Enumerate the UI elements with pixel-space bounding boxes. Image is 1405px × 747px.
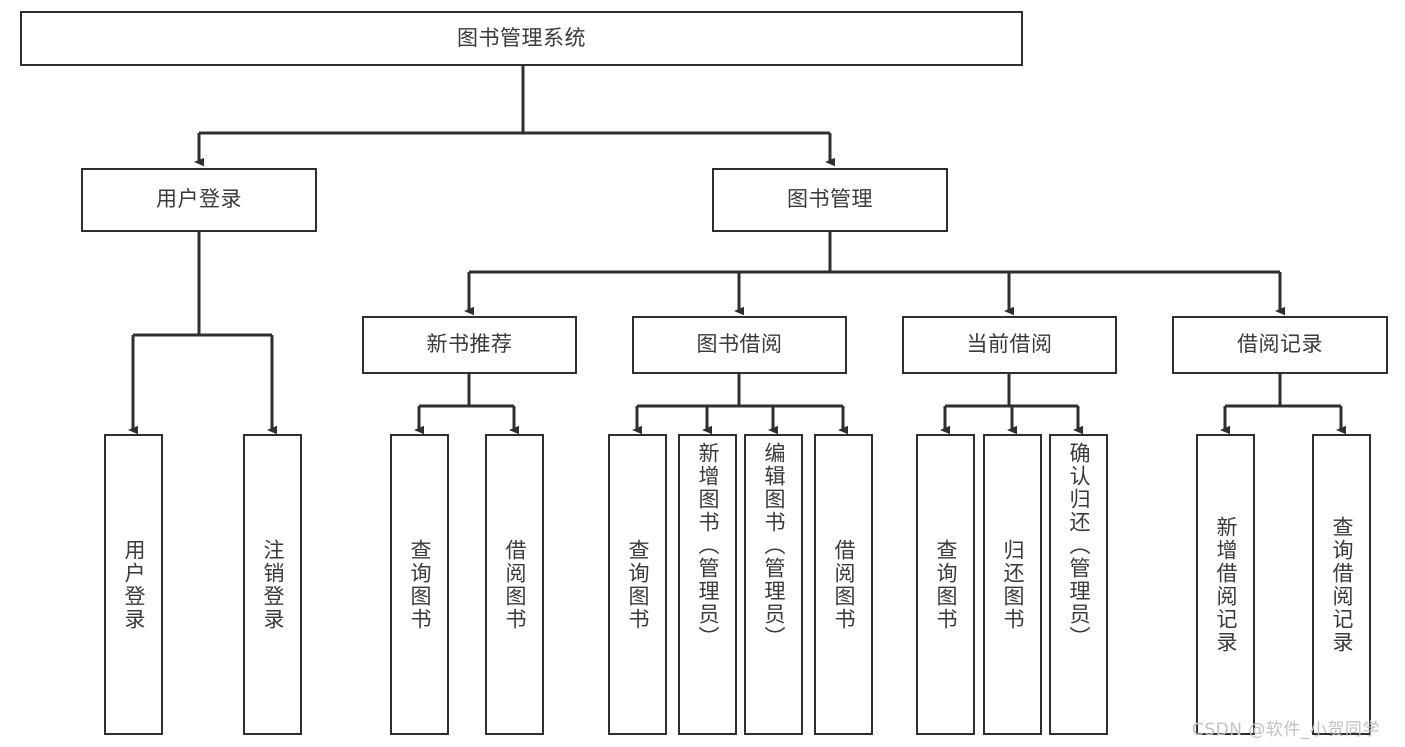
node-book-manage[interactable]: 图书管理 [712, 168, 948, 232]
node-leaf-borrow-book-1[interactable]: 借阅图书 [485, 434, 544, 735]
node-user-login-label: 用户登录 [156, 187, 242, 212]
node-leaf-confirm-return[interactable]: 确认归还（管理员） [1049, 434, 1108, 735]
node-leaf-query-book-1-label: 查询图书 [407, 538, 432, 631]
node-leaf-add-record[interactable]: 新增借阅记录 [1196, 434, 1255, 735]
node-leaf-confirm-return-label: 确认归还（管理员） [1066, 442, 1091, 649]
node-leaf-query-book-1[interactable]: 查询图书 [390, 434, 449, 735]
node-leaf-user-login-label: 用户登录 [121, 538, 146, 631]
node-leaf-user-login[interactable]: 用户登录 [104, 434, 163, 735]
node-leaf-add-book-label: 新增图书（管理员） [695, 442, 720, 649]
node-new-book-rec-label: 新书推荐 [426, 332, 513, 357]
node-borrow-record-label: 借阅记录 [1237, 332, 1323, 357]
node-leaf-borrow-book-1-label: 借阅图书 [502, 538, 527, 631]
node-leaf-return-book-label: 归还图书 [1000, 538, 1025, 631]
node-leaf-query-record-label: 查询借阅记录 [1329, 515, 1354, 654]
node-leaf-edit-book-label: 编辑图书（管理员） [761, 442, 786, 649]
node-leaf-borrow-book-2-label: 借阅图书 [831, 538, 856, 631]
node-leaf-return-book[interactable]: 归还图书 [983, 434, 1042, 735]
node-leaf-add-record-label: 新增借阅记录 [1213, 515, 1238, 654]
node-book-borrow[interactable]: 图书借阅 [632, 316, 847, 374]
node-leaf-add-book[interactable]: 新增图书（管理员） [678, 434, 737, 735]
node-leaf-query-record[interactable]: 查询借阅记录 [1312, 434, 1371, 735]
node-leaf-query-book-2[interactable]: 查询图书 [608, 434, 667, 735]
node-user-login[interactable]: 用户登录 [81, 168, 317, 232]
node-leaf-query-book-3-label: 查询图书 [933, 538, 958, 631]
node-book-borrow-label: 图书借阅 [696, 332, 783, 357]
node-new-book-rec[interactable]: 新书推荐 [362, 316, 577, 374]
node-leaf-query-book-3[interactable]: 查询图书 [916, 434, 975, 735]
node-current-borrow-label: 当前借阅 [966, 332, 1053, 357]
node-borrow-record[interactable]: 借阅记录 [1172, 316, 1388, 374]
node-leaf-edit-book[interactable]: 编辑图书（管理员） [744, 434, 803, 735]
node-leaf-query-book-2-label: 查询图书 [625, 538, 650, 631]
csdn-watermark: CSDN @软件_小贺同学 [1192, 720, 1380, 740]
node-leaf-logout-label: 注销登录 [260, 538, 285, 631]
node-leaf-logout[interactable]: 注销登录 [243, 434, 302, 735]
node-root-label: 图书管理系统 [457, 25, 586, 50]
node-current-borrow[interactable]: 当前借阅 [902, 316, 1117, 374]
node-book-manage-label: 图书管理 [787, 187, 873, 212]
node-root[interactable]: 图书管理系统 [20, 11, 1023, 66]
node-leaf-borrow-book-2[interactable]: 借阅图书 [814, 434, 873, 735]
